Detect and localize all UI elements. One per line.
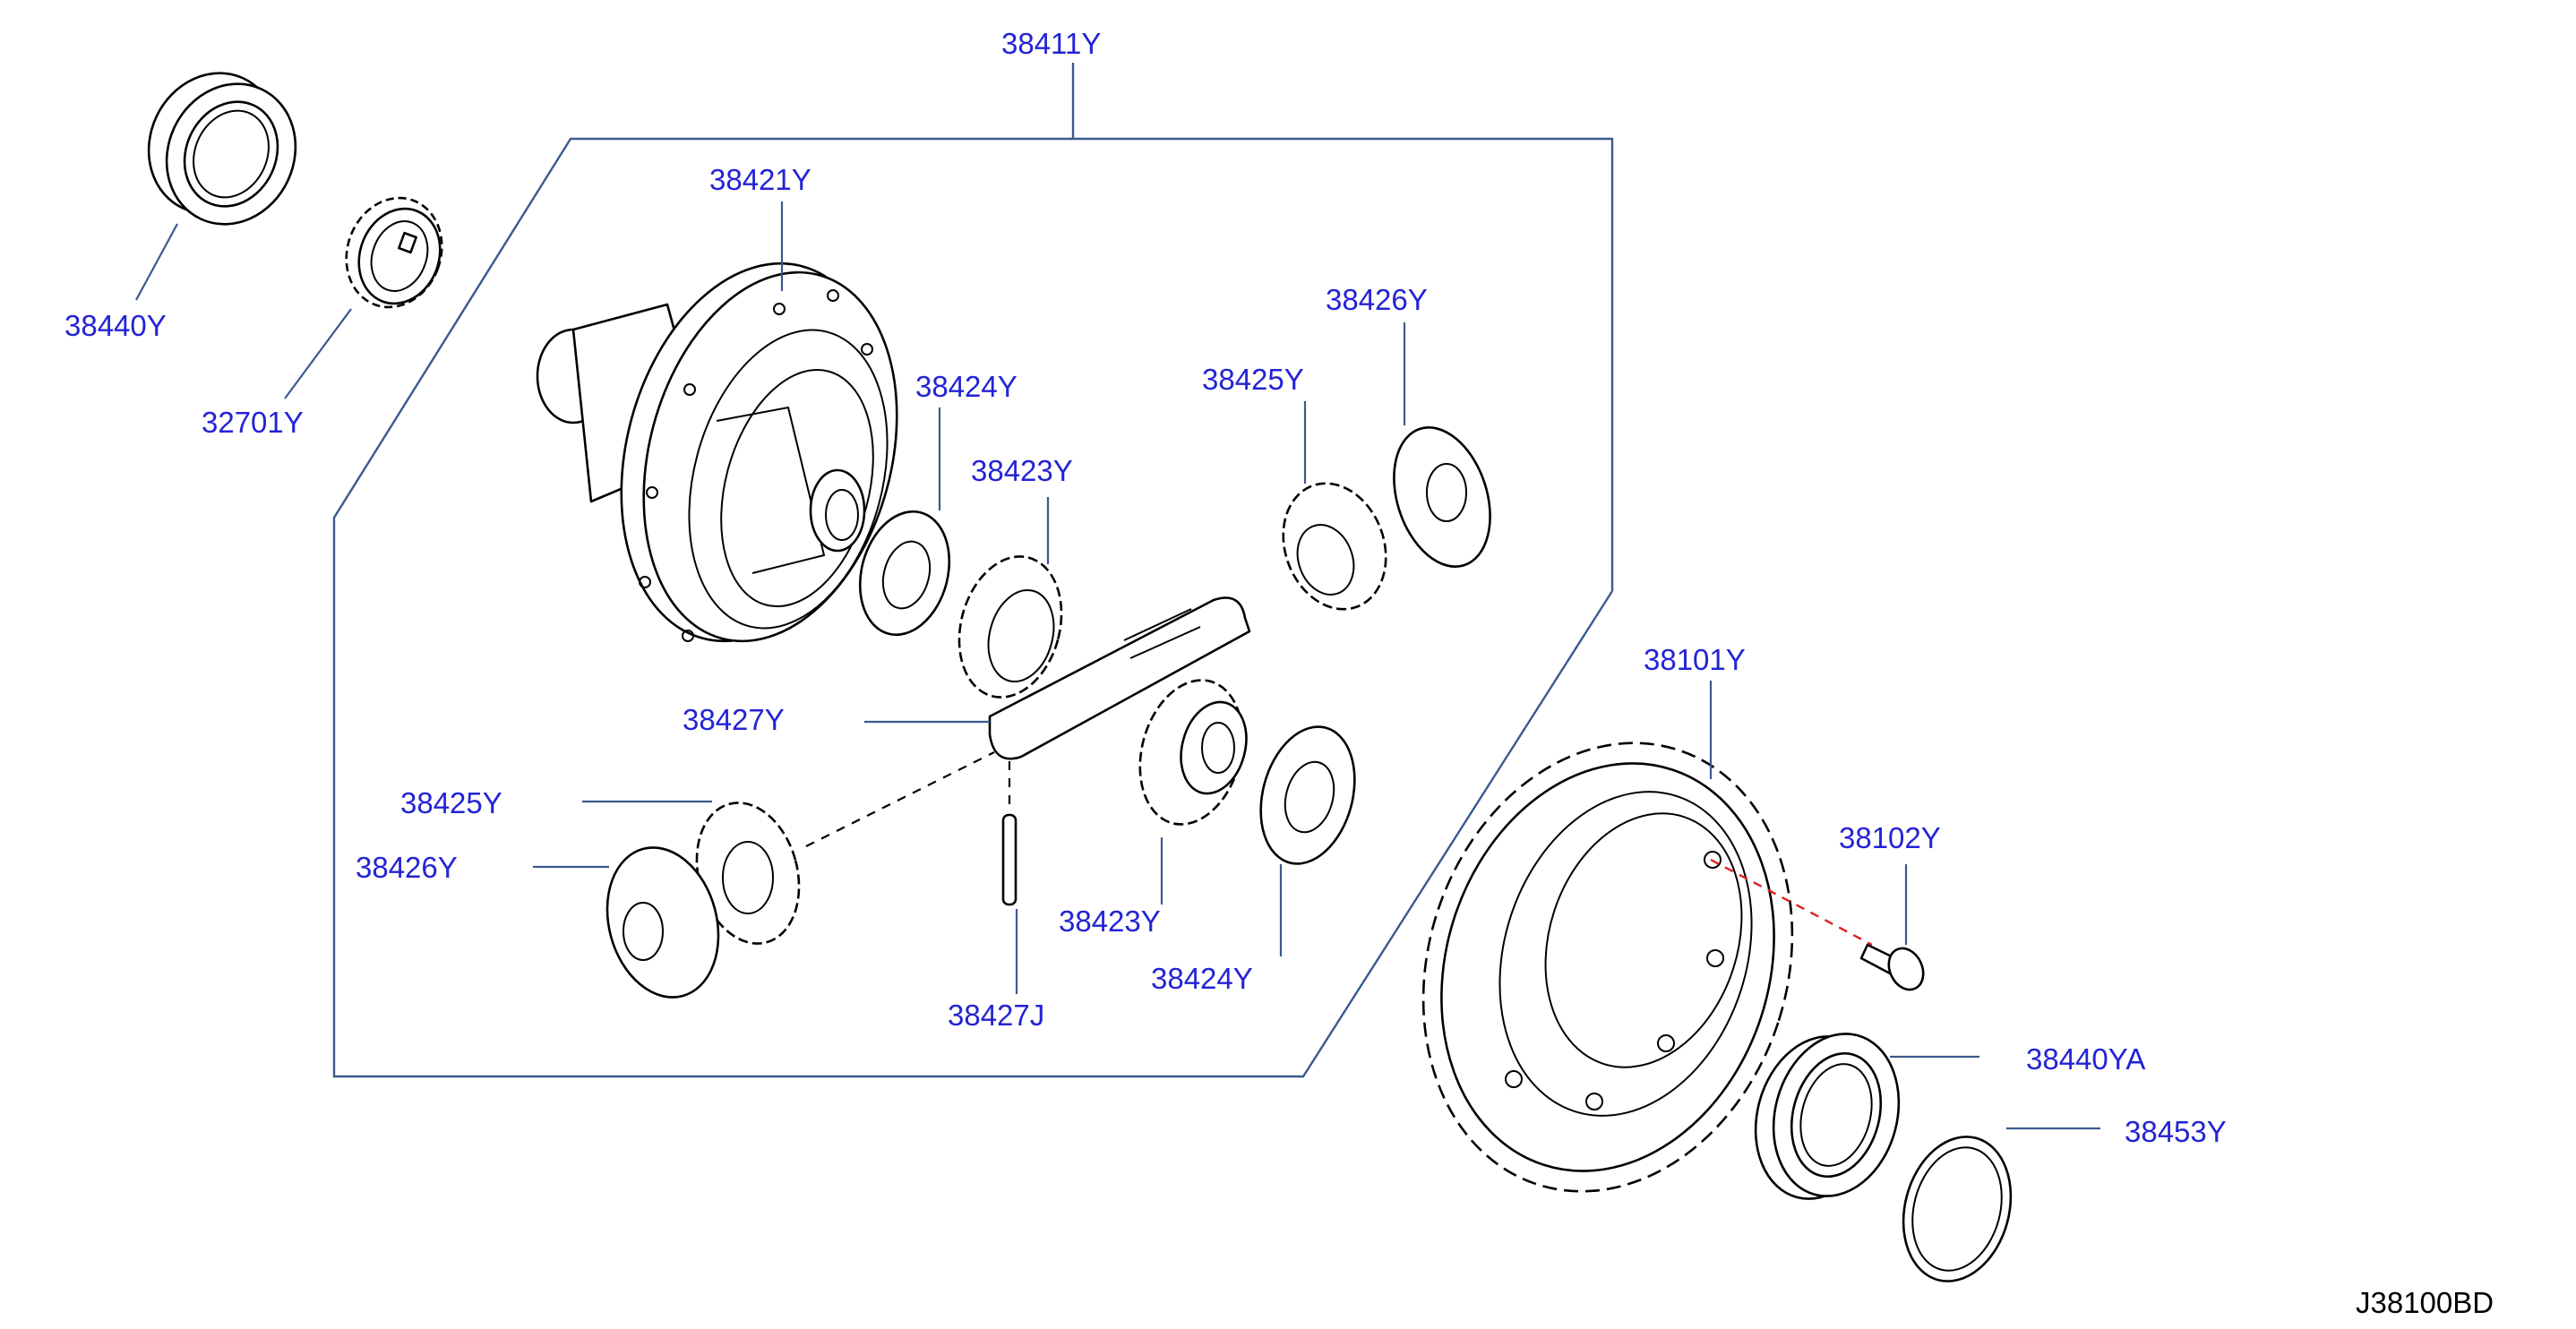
side-gear-upper[interactable] — [944, 544, 1077, 708]
label-38425Y-lower[interactable]: 38425Y — [400, 786, 502, 819]
speedometer-drive-gear[interactable] — [331, 184, 457, 321]
side-bearing-shim[interactable] — [1888, 1125, 2026, 1293]
label-32701Y[interactable]: 32701Y — [202, 406, 304, 439]
side-bearing-right[interactable] — [1739, 1020, 1917, 1213]
side-gear-thrust-washer-lower[interactable] — [1247, 716, 1370, 875]
label-38440Y[interactable]: 38440Y — [64, 309, 167, 342]
label-38424Y-lower[interactable]: 38424Y — [1151, 962, 1253, 995]
label-38424Y-upper[interactable]: 38424Y — [915, 370, 1018, 403]
label-38440YA[interactable]: 38440YA — [2026, 1042, 2145, 1076]
label-38102Y[interactable]: 38102Y — [1839, 821, 1941, 854]
side-gear-thrust-washer-upper[interactable] — [847, 502, 963, 645]
pinion-mate-gear-upper[interactable] — [1267, 469, 1404, 624]
label-38453Y[interactable]: 38453Y — [2125, 1115, 2227, 1148]
assembly-frame — [332, 63, 1614, 1078]
pinion-mate-thrust-washer-lower[interactable] — [591, 835, 734, 1009]
label-38427J[interactable]: 38427J — [948, 999, 1044, 1032]
label-38423Y-upper[interactable]: 38423Y — [971, 454, 1073, 487]
final-gear-bolt[interactable] — [1710, 858, 1929, 995]
label-38426Y-upper[interactable]: 38426Y — [1326, 283, 1428, 316]
pinion-shaft-lock-pin[interactable] — [1001, 761, 1018, 906]
drawing-code: J38100BD — [2356, 1286, 2494, 1319]
label-38411Y[interactable]: 38411Y — [1001, 27, 1101, 60]
label-38425Y-upper[interactable]: 38425Y — [1202, 363, 1304, 396]
pinion-mate-shaft[interactable] — [805, 596, 1251, 847]
side-bearing-left[interactable] — [126, 52, 319, 245]
side-gear-lower[interactable] — [1125, 669, 1258, 836]
differential-case[interactable] — [536, 234, 936, 671]
label-38423Y-lower[interactable]: 38423Y — [1059, 905, 1161, 938]
label-38101Y[interactable]: 38101Y — [1644, 643, 1746, 676]
leader-lines — [135, 201, 2100, 1130]
final-drive-ring-gear[interactable] — [1367, 695, 1849, 1240]
pinion-mate-thrust-washer-upper[interactable] — [1378, 415, 1507, 579]
part-labels: 38411Y 38440Y 32701Y 38421Y 38424Y 38423… — [64, 27, 2494, 1319]
label-38427Y[interactable]: 38427Y — [683, 703, 785, 736]
label-38426Y-lower[interactable]: 38426Y — [356, 851, 458, 884]
label-38421Y[interactable]: 38421Y — [709, 163, 811, 196]
